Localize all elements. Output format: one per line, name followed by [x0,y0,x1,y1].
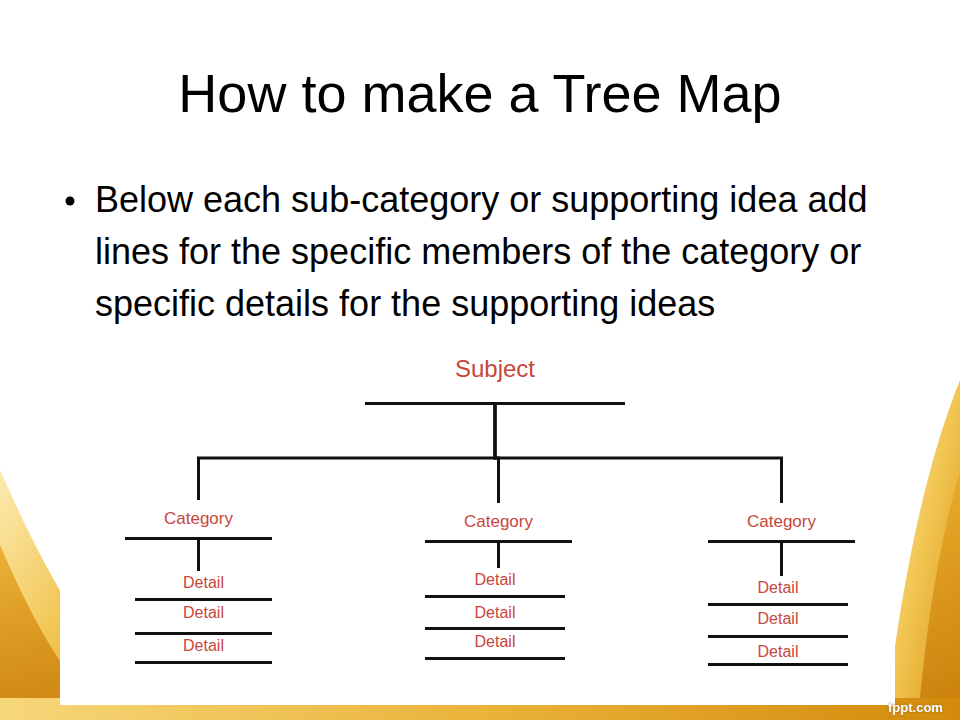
detail-node: Detail [708,641,848,666]
tree-connector [495,405,499,503]
node-text: Detail [183,573,224,592]
bullet-text: Below each sub-category or supporting id… [95,174,907,330]
node-text: Detail [475,603,516,622]
category-node: Category [125,500,272,540]
node-text: Category [164,509,233,529]
detail-node: Detail [708,609,848,638]
tree-connector [497,543,500,568]
slide-title: How to make a Tree Map [0,58,960,128]
node-text: Detail [183,636,224,655]
tree-connector [197,540,200,571]
tree-connector [495,405,782,503]
detail-node: Detail [135,571,272,601]
gold-swoosh [885,380,960,720]
detail-node: Detail [425,601,565,630]
tree-connector [780,543,783,576]
subject-node: Subject [365,350,625,405]
node-text: Detail [475,632,516,651]
node-text: Detail [758,578,799,597]
node-text: Detail [758,642,799,661]
node-text: Category [464,512,533,532]
detail-node: Detail [708,576,848,606]
gold-swoosh [918,470,960,720]
node-text: Detail [475,570,516,589]
detail-node: Detail [425,568,565,598]
detail-node: Detail [135,637,272,664]
bullet-dot [66,197,75,206]
category-node: Category [425,503,572,543]
node-text: Detail [758,609,799,628]
tree-connector [199,405,496,500]
watermark: fppt.com [888,700,958,716]
diagram-backdrop [60,385,895,705]
detail-node: Detail [135,604,272,635]
node-text: Subject [455,355,535,382]
detail-node: Detail [425,633,565,660]
category-node: Category [708,503,855,543]
node-text: Category [747,512,816,532]
node-text: Detail [183,603,224,622]
